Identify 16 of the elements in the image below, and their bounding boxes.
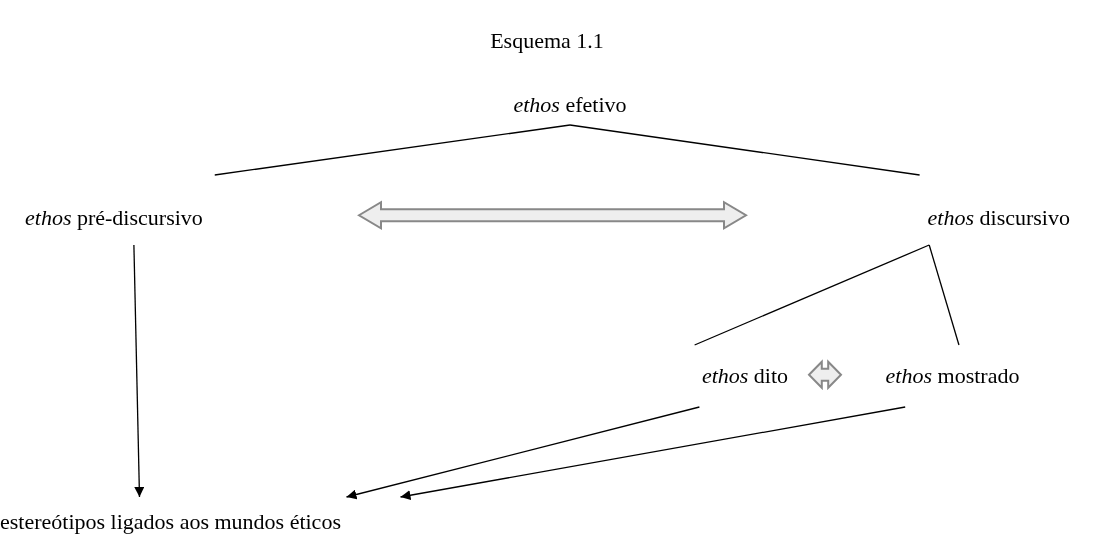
arrow: [133, 244, 145, 498]
connector-line: [928, 244, 960, 346]
double-block-arrow: [357, 200, 748, 230]
connector-line: [214, 124, 571, 176]
arrow: [399, 406, 906, 501]
arrow: [345, 406, 701, 500]
diagram-title: Esquema 1.1: [489, 28, 605, 54]
node-label: ethos discursivo: [927, 205, 1070, 231]
node-label: ethos efetivo: [513, 92, 627, 118]
node-label: ethos mostrado: [885, 363, 1020, 389]
node-label: ethos dito: [701, 363, 789, 389]
connector-line: [693, 244, 930, 346]
connector-line: [569, 124, 921, 176]
node-label: estereótipos ligados aos mundos éticos: [0, 509, 341, 535]
double-block-arrow: [807, 359, 843, 391]
node-label: ethos pré-discursivo: [25, 205, 203, 231]
